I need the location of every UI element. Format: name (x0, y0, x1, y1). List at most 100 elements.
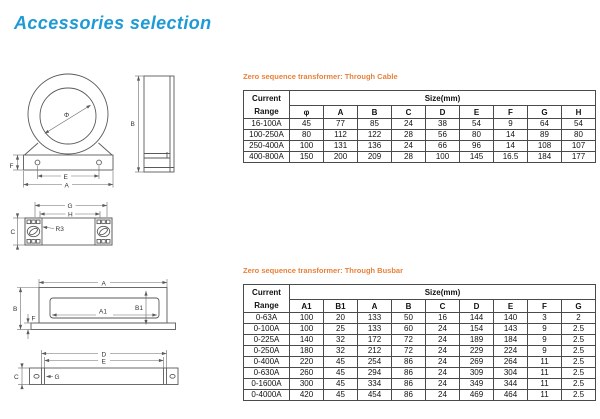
size-value-cell: 86 (391, 356, 426, 368)
size-value-cell: 100 (289, 312, 324, 324)
cable-ct-dim-a: A (23, 171, 114, 189)
size-value-cell: 209 (357, 151, 392, 163)
cable-ct-dim-f: F (10, 154, 24, 171)
size-value-cell: 85 (357, 118, 392, 130)
table-caption-busbar: Zero sequence transformer: Through Busba… (243, 266, 404, 275)
size-value-cell: 50 (391, 312, 426, 324)
size-value-cell: 54 (561, 118, 596, 130)
page-title: Accessories selection (14, 13, 212, 33)
size-value-cell: 72 (391, 345, 426, 357)
size-value-cell: 96 (459, 140, 494, 152)
size-value-cell: 9 (527, 334, 562, 346)
size-column-header: A (323, 105, 358, 119)
dim-label-g: G (68, 203, 73, 210)
size-column-header: D (459, 299, 494, 313)
size-column-header: B (357, 105, 392, 119)
size-value-cell: 45 (323, 356, 358, 368)
size-value-cell: 24 (391, 140, 426, 152)
size-value-cell: 2.5 (561, 356, 596, 368)
size-value-cell: 2.5 (561, 367, 596, 379)
size-value-cell: 180 (289, 345, 324, 357)
size-value-cell: 45 (289, 118, 324, 130)
size-value-cell: 3 (527, 312, 562, 324)
size-value-cell: 140 (289, 334, 324, 346)
busbar-ct-front-outline (30, 287, 176, 330)
size-value-cell: 172 (357, 334, 392, 346)
size-value-cell: 45 (323, 378, 358, 390)
size-value-cell: 269 (459, 356, 494, 368)
dim-label-b1: B1 (135, 305, 143, 312)
current-range-cell: 400-800A (243, 151, 290, 163)
size-value-cell: 16.5 (493, 151, 528, 163)
size-value-cell: 200 (323, 151, 358, 163)
size-value-cell: 24 (425, 345, 460, 357)
current-range-cell: 0-4000A (243, 389, 290, 401)
size-value-cell: 2.5 (561, 378, 596, 390)
size-value-cell: 220 (289, 356, 324, 368)
dim-label-d: D (102, 351, 107, 358)
size-value-cell: 145 (459, 151, 494, 163)
busbar-ct-dim-b1: B1 (135, 291, 148, 325)
busbar-ct-dim-f: F (24, 314, 39, 339)
cable-ct-dim-b: B (131, 75, 146, 173)
size-value-cell: 66 (425, 140, 460, 152)
size-value-cell: 24 (425, 334, 460, 346)
current-range-cell: 0-225A (243, 334, 290, 346)
size-value-cell: 100 (425, 151, 460, 163)
size-value-cell: 294 (357, 367, 392, 379)
cable-ct-dim-e: E (37, 166, 100, 181)
size-value-cell: 11 (527, 378, 562, 390)
size-value-cell: 136 (357, 140, 392, 152)
size-value-cell: 2.5 (561, 389, 596, 401)
size-column-header: G (561, 299, 596, 313)
size-value-cell: 56 (425, 129, 460, 141)
cable-ct-front-outline (23, 73, 114, 171)
dim-label-b: B (13, 306, 17, 313)
size-value-cell: 86 (391, 389, 426, 401)
current-range-header: Current Range (243, 284, 290, 313)
size-value-cell: 464 (493, 389, 528, 401)
size-column-header: φ (289, 105, 324, 119)
cable-ct-dim-r3: R3 (42, 225, 64, 233)
size-value-cell: 45 (323, 389, 358, 401)
size-value-cell: 24 (391, 118, 426, 130)
size-value-cell: 133 (357, 312, 392, 324)
dim-label-h: H (68, 212, 73, 219)
terminal-screws (26, 219, 111, 244)
size-value-cell: 300 (289, 378, 324, 390)
size-value-cell: 334 (357, 378, 392, 390)
size-value-cell: 140 (493, 312, 528, 324)
current-range-cell: 0-400A (243, 356, 290, 368)
size-value-cell: 89 (527, 129, 562, 141)
cable-ct-dim-c: C (11, 213, 25, 250)
cable-ct-drawing: Φ F E A B (10, 73, 175, 189)
size-value-cell: 28 (391, 151, 426, 163)
size-value-cell: 11 (527, 389, 562, 401)
cable-ct-dim-g: G (34, 202, 108, 217)
size-value-cell: 9 (527, 323, 562, 335)
size-value-cell: 264 (493, 356, 528, 368)
size-value-cell: 454 (357, 389, 392, 401)
size-value-cell: 229 (459, 345, 494, 357)
cable-ct-dim-h: H (39, 211, 101, 219)
size-value-cell: 24 (425, 323, 460, 335)
size-value-cell: 108 (527, 140, 562, 152)
size-value-cell: 32 (323, 345, 358, 357)
size-value-cell: 143 (493, 323, 528, 335)
busbar-ct-dim-g: G (46, 374, 60, 381)
dim-label-a: A (65, 182, 70, 189)
size-value-cell: 420 (289, 389, 324, 401)
size-value-cell: 304 (493, 367, 528, 379)
size-value-cell: 24 (425, 389, 460, 401)
cable-ct-side-outline (143, 75, 175, 173)
